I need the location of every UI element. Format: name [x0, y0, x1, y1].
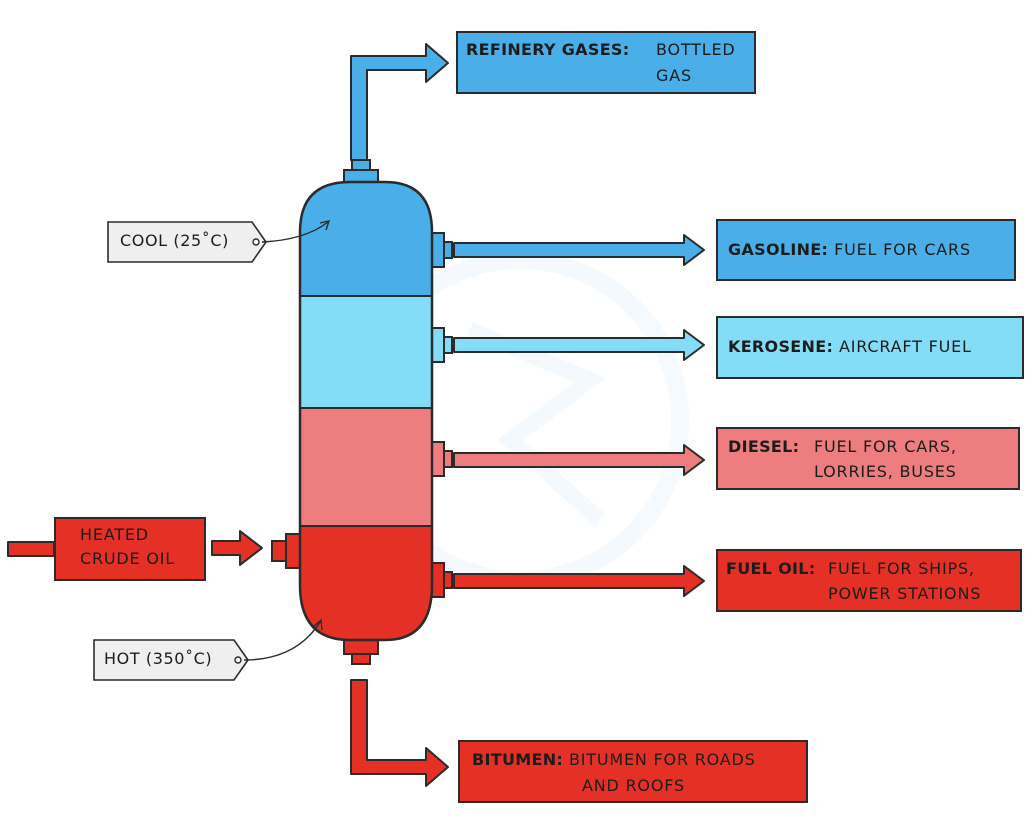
refinery-gases-use-line1: BOTTLED	[656, 40, 736, 59]
cool-temperature-label: COOL (25˚C)	[120, 231, 229, 250]
bitumen-box: BITUMEN: BITUMEN FOR ROADS AND ROOFS	[458, 740, 808, 803]
arrow-crude-oil-feed	[211, 530, 263, 566]
cool-temperature-tag: COOL (25˚C)	[120, 231, 250, 250]
fuel-oil-name: FUEL OIL	[726, 559, 809, 578]
column-section-upper-mid	[300, 296, 432, 408]
fractionating-column	[298, 180, 434, 642]
gasoline-name: GASOLINE	[728, 240, 822, 259]
crude-oil-line1: HEATED	[80, 525, 149, 544]
gasoline-use: FUEL FOR CARS	[834, 240, 971, 259]
gasoline-box: GASOLINE: FUEL FOR CARS	[716, 219, 1016, 281]
heated-crude-oil-box: HEATED CRUDE OIL	[54, 517, 206, 581]
kerosene-box: KEROSENE: AIRCRAFT FUEL	[716, 316, 1024, 379]
fuel-oil-use-line2: POWER STATIONS	[828, 584, 982, 603]
arrow-diesel	[453, 444, 705, 476]
column-section-top	[300, 182, 432, 296]
arrow-gasoline	[453, 234, 705, 266]
hot-tag-shape	[93, 618, 323, 681]
cool-tag-shape	[107, 220, 331, 263]
fuel-oil-box: FUEL OIL: FUEL FOR SHIPS, POWER STATIONS	[716, 549, 1022, 612]
fuel-oil-use-line1: FUEL FOR SHIPS,	[828, 559, 975, 578]
arrow-crude-oil-in	[7, 541, 55, 557]
arrow-bitumen	[350, 679, 449, 787]
diesel-use-line2: LORRIES, BUSES	[814, 462, 957, 481]
hot-temperature-tag: HOT (350˚C)	[104, 649, 234, 668]
bitumen-name: BITUMEN	[472, 750, 557, 769]
diesel-name: DIESEL	[728, 437, 793, 456]
kerosene-name: KEROSENE	[728, 337, 827, 356]
hot-temperature-label: HOT (350˚C)	[104, 649, 213, 668]
arrow-refinery-gases	[350, 43, 449, 161]
diesel-use-line1: FUEL FOR CARS,	[814, 437, 957, 456]
bitumen-use-line2: AND ROOFS	[582, 776, 685, 795]
refinery-gases-box: REFINERY GASES: BOTTLED GAS	[456, 31, 756, 94]
diesel-box: DIESEL: FUEL FOR CARS, LORRIES, BUSES	[716, 427, 1020, 490]
arrow-kerosene	[453, 329, 705, 361]
arrow-fuel-oil	[453, 565, 705, 597]
column-section-bottom	[300, 526, 432, 640]
refinery-gases-use-line2: GAS	[656, 66, 692, 85]
refinery-gases-name: REFINERY GASES	[466, 40, 623, 59]
kerosene-use: AIRCRAFT FUEL	[839, 337, 972, 356]
crude-oil-line2: CRUDE OIL	[80, 549, 175, 568]
bitumen-use-line1: BITUMEN FOR ROADS	[569, 750, 756, 769]
column-section-lower-mid	[300, 408, 432, 526]
